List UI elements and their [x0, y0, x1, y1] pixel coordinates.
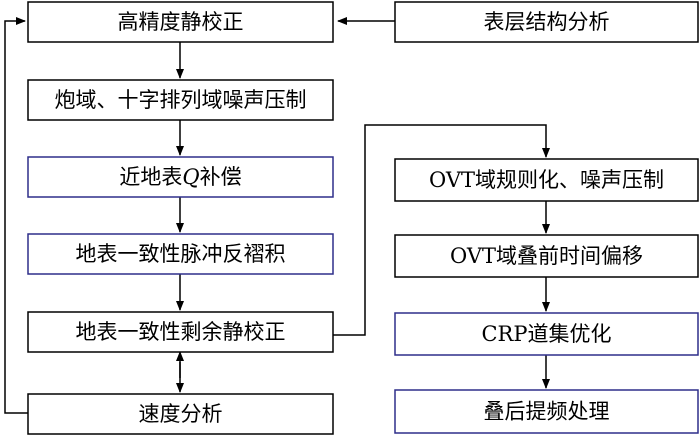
arrow-residual-to-ovt [333, 124, 550, 336]
box-residual-static: 地表一致性剩余静校正 [27, 311, 334, 353]
box-post-stack-processing: 叠后提频处理 [394, 389, 699, 434]
box-noise-suppression: 炮域、十字排列域噪声压制 [27, 79, 334, 121]
label-surface-deconvolution: 地表一致性脉冲反褶积 [76, 242, 286, 266]
label-q-suffix: 补偿 [200, 165, 242, 189]
label-surface-structure: 表层结构分析 [484, 10, 610, 34]
box-surface-structure: 表层结构分析 [394, 1, 699, 43]
label-velocity-analysis: 速度分析 [139, 402, 223, 426]
box-crp-optimization: CRP道集优化 [394, 312, 699, 356]
label-residual-static: 地表一致性剩余静校正 [76, 320, 286, 344]
box-velocity-analysis: 速度分析 [27, 393, 334, 435]
label-q-symbol: Q [182, 165, 199, 189]
box-q-compensation: 近地表Q补偿 [27, 156, 334, 198]
label-ovt-migration: OVT域叠前时间偏移 [450, 244, 643, 268]
connectors [4, 17, 550, 414]
label-crp-optimization: CRP道集优化 [481, 322, 611, 346]
box-static-correction: 高精度静校正 [27, 1, 334, 43]
label-static-correction: 高精度静校正 [118, 10, 244, 34]
arrow-velocity-loop-to-static [4, 17, 28, 414]
box-surface-deconvolution: 地表一致性脉冲反褶积 [27, 233, 334, 275]
box-ovt-regularization: OVT域规则化、噪声压制 [394, 158, 699, 202]
label-post-stack-processing: 叠后提频处理 [484, 400, 610, 424]
label-q-compensation: 近地表Q补偿 [119, 165, 241, 189]
label-noise-suppression: 炮域、十字排列域噪声压制 [55, 88, 307, 112]
label-q-prefix: 近地表 [119, 165, 182, 189]
box-ovt-migration: OVT域叠前时间偏移 [394, 234, 699, 278]
label-ovt-regularization: OVT域规则化、噪声压制 [429, 168, 664, 192]
